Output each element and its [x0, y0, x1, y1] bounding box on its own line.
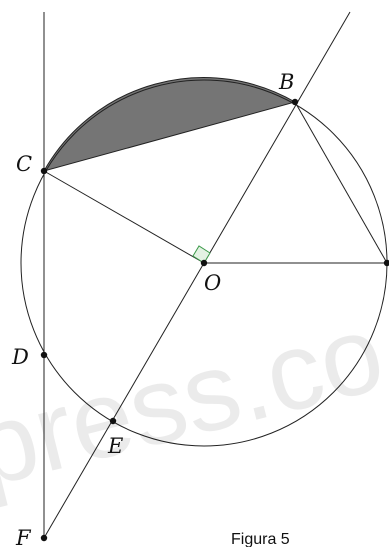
label-o: O: [204, 271, 221, 295]
segment-b-right: [294, 101, 388, 264]
label-b: B: [278, 70, 294, 94]
point-e: [109, 417, 117, 425]
segment-oc: [43, 170, 205, 264]
point-b: [291, 98, 299, 106]
line-feob: [43, 11, 351, 539]
point-d: [40, 351, 48, 359]
watermark-text: press.co: [0, 291, 389, 511]
label-d: D: [11, 345, 29, 369]
right-angle-marker: [192, 245, 211, 264]
figure-caption: Figura 5: [231, 531, 290, 547]
label-e: E: [107, 434, 123, 458]
point-right: [383, 259, 389, 267]
shaded-segment: [42, 77, 297, 172]
label-f: F: [15, 526, 32, 547]
point-o: [200, 259, 208, 267]
point-c: [40, 167, 48, 175]
point-f: [40, 534, 48, 542]
label-c: C: [16, 152, 32, 176]
